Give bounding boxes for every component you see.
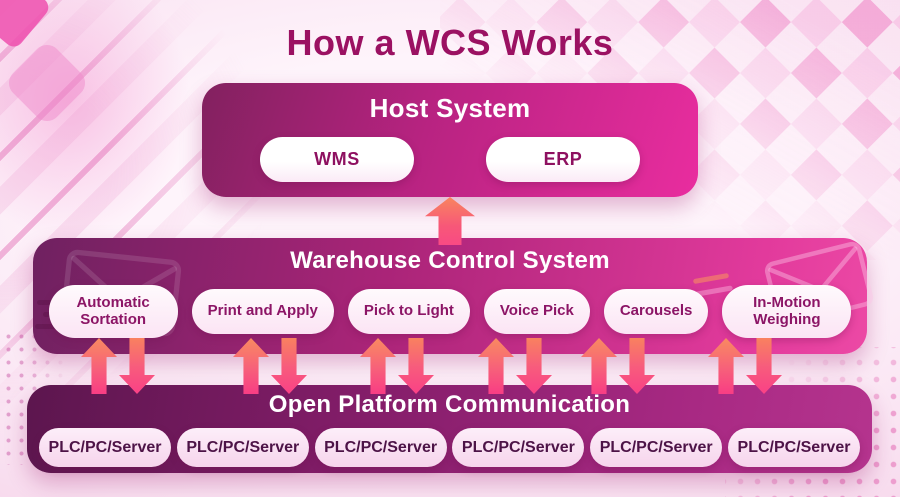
up-arrow-icon (81, 338, 117, 394)
down-arrow-icon (516, 338, 552, 394)
warehouse-control-system-box: Warehouse Control System Automatic Sorta… (33, 238, 874, 354)
pill-in-motion-weighing: In-Motion Weighing (722, 284, 852, 338)
arrow-pair (478, 338, 552, 394)
down-arrow-icon (746, 338, 782, 394)
pill-wms: WMS (260, 137, 414, 182)
down-arrow-icon (619, 338, 655, 394)
down-arrow-icon (271, 338, 307, 394)
arrow-pair (581, 338, 655, 394)
pill-plc-pc-server-6: PLC/PC/Server (727, 428, 860, 467)
up-arrow-icon (708, 338, 744, 394)
up-arrow-icon (233, 338, 269, 394)
pill-automatic-sortation: Automatic Sortation (48, 284, 178, 338)
pill-plc-pc-server-2: PLC/PC/Server (176, 428, 309, 467)
up-arrow-icon (581, 338, 617, 394)
arrow-pair (708, 338, 782, 394)
arrow-pair (360, 338, 434, 394)
pill-plc-pc-server-5: PLC/PC/Server (590, 428, 723, 467)
opc-title: Open Platform Communication (268, 391, 631, 418)
up-arrow-icon (478, 338, 514, 394)
pill-voice-pick: Voice Pick (483, 288, 590, 334)
host-system-title: Host System (369, 93, 531, 123)
wcs-title: Warehouse Control System (290, 247, 610, 274)
page-title: How a WCS Works (286, 22, 614, 63)
up-arrow-icon (360, 338, 396, 394)
arrow-pair (81, 338, 155, 394)
pill-plc-pc-server-4: PLC/PC/Server (452, 428, 585, 467)
pill-pick-to-light: Pick to Light (347, 288, 470, 334)
pill-plc-pc-server-3: PLC/PC/Server (314, 428, 447, 467)
pill-plc-pc-server-1: PLC/PC/Server (39, 428, 171, 467)
host-pill-row: WMS ERP (202, 137, 698, 183)
pill-carousels: Carousels (603, 288, 709, 334)
down-arrow-icon (119, 338, 155, 394)
opc-pill-row: PLC/PC/Server PLC/PC/Server PLC/PC/Serve… (27, 428, 872, 467)
speed-line (35, 324, 61, 329)
host-system-box: Host System WMS ERP (202, 83, 698, 197)
wcs-pill-row: Automatic Sortation Print and Apply Pick… (33, 282, 867, 340)
pill-print-and-apply: Print and Apply (191, 288, 334, 334)
arrow-pair (233, 338, 307, 394)
down-arrow-icon (398, 338, 434, 394)
pill-erp: ERP (486, 137, 640, 182)
open-platform-communication-box: Open Platform Communication PLC/PC/Serve… (27, 385, 872, 473)
